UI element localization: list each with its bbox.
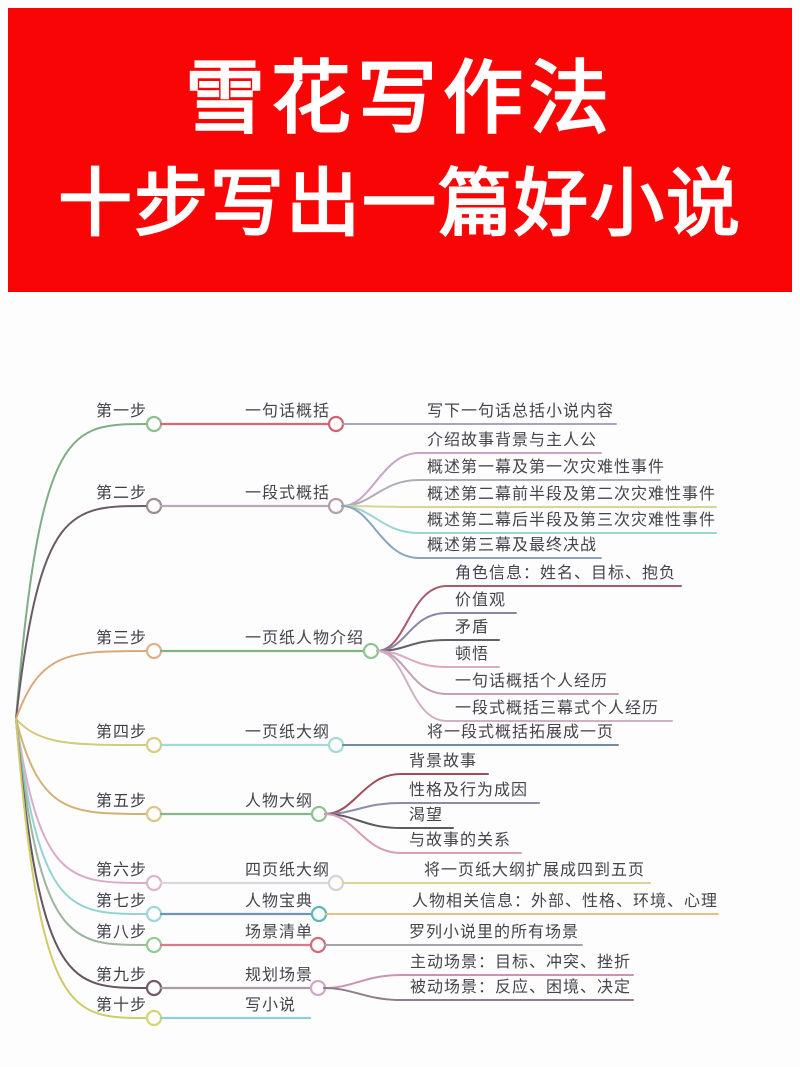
leaf-line-2-3 <box>341 505 717 508</box>
leaf-4-1-label: 将一段式概括拓展成一页 <box>427 724 615 741</box>
step-9-circle <box>145 979 163 997</box>
leaf-line-2-1 <box>341 452 602 507</box>
topic-1-circle <box>327 415 345 433</box>
leaf-7-1-label: 人物相关信息：外部、性格、环境、心理 <box>412 893 719 910</box>
leaf-line-2-5 <box>341 505 602 559</box>
leaf-5-1-label: 背景故事 <box>409 753 478 770</box>
step-6-circle <box>145 874 163 892</box>
topic-3-circle <box>362 642 380 660</box>
topic-3-label: 一页纸人物介绍 <box>245 630 365 647</box>
step-3-circle <box>145 642 163 660</box>
leaf-1-1-label: 写下一句话总括小说内容 <box>427 403 615 420</box>
branch-curve-step-2 <box>15 505 148 720</box>
leaf-3-1-label: 角色信息：姓名、目标、抱负 <box>455 565 677 582</box>
leaf-line-9-2 <box>323 987 634 1001</box>
branch-curve-step-7 <box>15 718 148 915</box>
topic-1-label: 一句话概括 <box>245 403 331 420</box>
branch-curve-step-4 <box>15 718 148 746</box>
branch-curve-step-3 <box>15 650 148 720</box>
step-5-label: 第五步 <box>96 793 148 810</box>
leaf-9-2-label: 被动场景：反应、困境、决定 <box>410 979 632 996</box>
leaf-3-5-label: 一句话概括个人经历 <box>455 673 609 690</box>
leaf-2-2-label: 概述第一幕及第一次灾难性事件 <box>427 459 666 476</box>
step-6-label: 第六步 <box>96 862 148 879</box>
leaf-5-2-label: 性格及行为成因 <box>409 782 529 799</box>
leaf-2-5-label: 概述第三幕及最终决战 <box>427 537 598 554</box>
leaf-8-1-label: 罗列小说里的所有场景 <box>409 924 580 941</box>
step-3-label: 第三步 <box>96 630 148 647</box>
banner-title-line2: 十步写出一篇好小说 <box>58 162 742 245</box>
step-8-circle <box>145 936 163 954</box>
topic-7-circle <box>310 905 328 923</box>
topic-9-circle <box>309 979 327 997</box>
topic-5-circle <box>310 805 328 823</box>
topic-9-label: 规划场景 <box>245 967 314 984</box>
branch-curve-step-5 <box>15 718 148 815</box>
topic-6-label: 四页纸大纲 <box>245 862 331 879</box>
step-7-label: 第七步 <box>96 893 148 910</box>
step-10-label: 第十步 <box>96 997 148 1014</box>
leaf-line-3-6 <box>376 650 673 722</box>
step-10-circle <box>145 1009 163 1027</box>
branch-curve-step-1 <box>15 423 148 720</box>
branch-curve-step-8 <box>15 718 148 946</box>
topic-5-label: 人物大纲 <box>245 793 314 810</box>
step-1-circle <box>145 415 163 433</box>
branch-curve-step-9 <box>15 718 148 989</box>
leaf-5-4-label: 与故事的关系 <box>409 832 512 849</box>
leaf-2-1-label: 介绍故事背景与主人公 <box>427 432 598 449</box>
topic-8-circle <box>309 936 327 954</box>
leaf-3-4-label: 顿悟 <box>455 646 490 663</box>
leaf-3-6-label: 一段式概括三幕式个人经历 <box>455 700 660 717</box>
banner-title-line1: 雪花写作法 <box>185 54 615 143</box>
leaf-3-2-label: 价值观 <box>455 592 507 609</box>
leaf-2-3-label: 概述第二幕前半段及第二次灾难性事件 <box>427 486 717 503</box>
topic-10-label: 写小说 <box>245 997 297 1014</box>
leaf-line-3-2 <box>376 612 517 652</box>
step-1-label: 第一步 <box>96 403 148 420</box>
step-9-label: 第九步 <box>96 967 148 984</box>
topic-8-label: 场景清单 <box>245 924 314 941</box>
step-4-circle <box>145 736 163 754</box>
topic-4-circle <box>327 736 345 754</box>
leaf-6-1-label: 将一页纸大纲扩展成四到五页 <box>424 862 646 879</box>
topic-7-label: 人物宝典 <box>245 893 314 910</box>
topic-2-circle <box>327 497 345 515</box>
topic-4-label: 一页纸大纲 <box>245 724 331 741</box>
leaf-line-2-2 <box>341 479 661 507</box>
step-2-circle <box>145 497 163 515</box>
branch-curve-step-10 <box>15 718 148 1019</box>
leaf-3-3-label: 矛盾 <box>455 619 490 636</box>
leaf-line-5-4 <box>324 813 522 854</box>
topic-2-label: 一段式概括 <box>245 485 331 502</box>
leaf-2-4-label: 概述第二幕后半段及第三次灾难性事件 <box>427 512 717 529</box>
leaf-5-3-label: 渴望 <box>409 807 444 824</box>
step-2-label: 第二步 <box>96 485 148 502</box>
leaf-line-3-1 <box>376 585 682 652</box>
branch-curve-step-6 <box>15 718 148 884</box>
leaf-line-9-1 <box>323 974 634 989</box>
topic-6-circle <box>327 874 345 892</box>
step-4-label: 第四步 <box>96 724 148 741</box>
step-5-circle <box>145 805 163 823</box>
step-8-label: 第八步 <box>96 924 148 941</box>
title-banner: 雪花写作法 十步写出一篇好小说 <box>8 8 792 292</box>
leaf-9-1-label: 主动场景：目标、冲突、挫折 <box>410 954 632 971</box>
step-7-circle <box>145 905 163 923</box>
leaf-line-5-1 <box>324 773 489 815</box>
